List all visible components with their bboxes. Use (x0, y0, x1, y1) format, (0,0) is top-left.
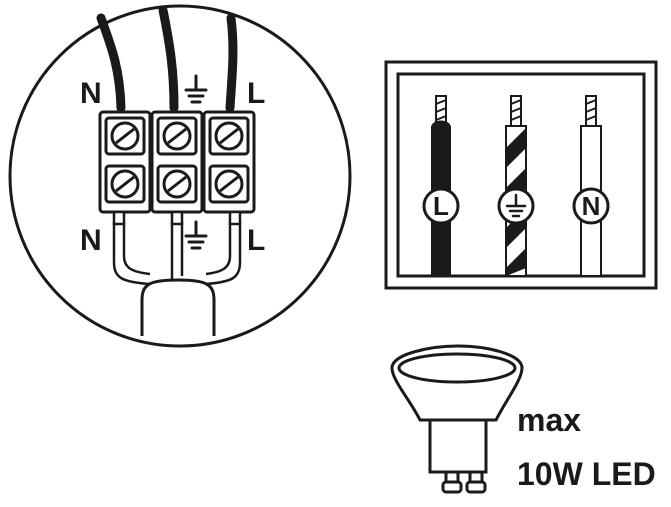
earth-icon (184, 220, 208, 250)
wire-earth-in (158, 5, 179, 113)
connector-detail: N L N (8, 4, 352, 348)
label-top-n: N (80, 77, 102, 110)
wire-neutral-in (96, 13, 126, 113)
label-bottom-n: N (80, 224, 102, 257)
wattage-label-line2: 10W LED (517, 456, 656, 492)
fitting-leads (112, 210, 242, 286)
fitting-body (140, 278, 216, 336)
bulb-base (428, 418, 488, 474)
label-bottom-l: L (247, 224, 265, 257)
wire-label-neutral: N (572, 187, 610, 225)
wattage-label-line1: max (517, 402, 582, 438)
bulb-face (397, 352, 517, 384)
wire-label-live-text: L (433, 191, 449, 221)
wire-live (431, 95, 451, 276)
wire-label-neutral-text: N (582, 191, 601, 221)
cable-colour-box: L N (384, 60, 658, 290)
earth-icon (505, 193, 527, 218)
wire-live-in (225, 13, 238, 113)
wire-label-live: L (422, 187, 460, 225)
terminal-screws (110, 121, 244, 199)
label-top-l: L (247, 77, 265, 110)
gu10-bulb-icon (390, 344, 524, 494)
earth-icon (184, 74, 208, 104)
wire-label-earth (497, 187, 535, 225)
